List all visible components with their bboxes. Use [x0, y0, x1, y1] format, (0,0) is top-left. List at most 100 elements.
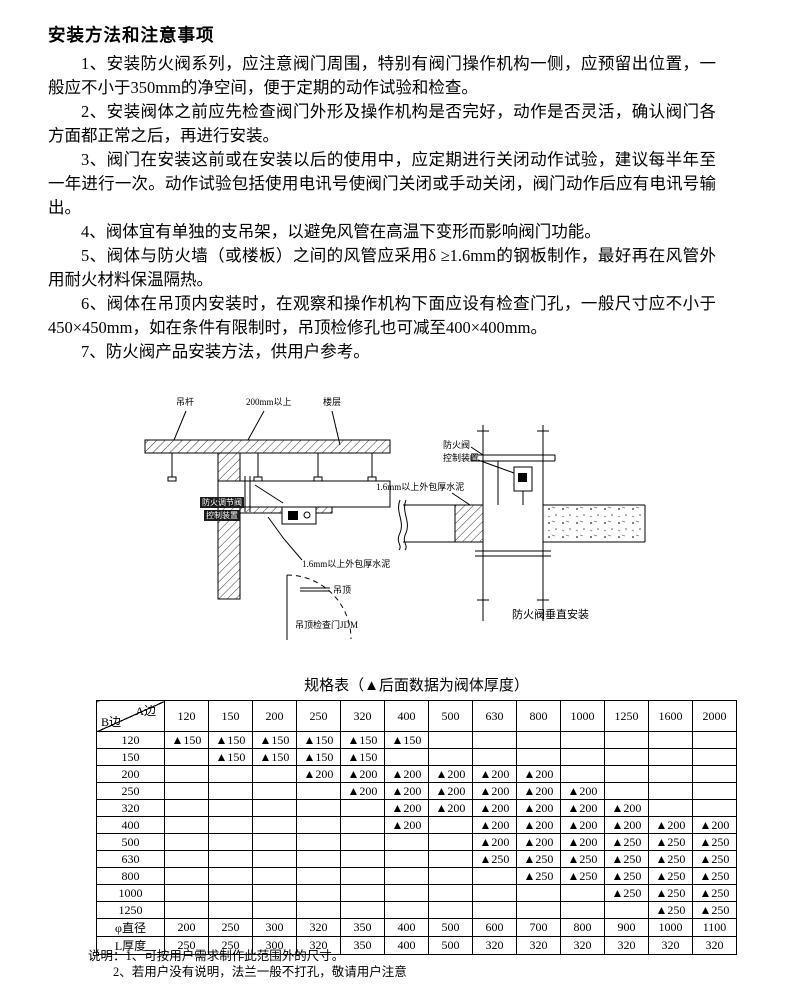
spec-cell: ▲200 — [384, 782, 429, 800]
installation-diagrams: 吊杆 200mm以上 楼层 防火调节阀 控制装置 1.6mm以上外包厚水泥 吊顶… — [0, 393, 800, 663]
spec-cell: ▲150 — [164, 731, 209, 749]
spec-cell: 900 — [604, 918, 649, 937]
spec-cell: ▲200 — [560, 782, 605, 800]
spec-cell — [604, 748, 649, 766]
instruction-paragraph: 5、阀体与防火墙（或楼板）之间的风管应采用δ ≥1.6mm的钢板制作，最好再在风… — [48, 246, 716, 289]
row-label: 250 — [96, 782, 165, 800]
spec-cell — [208, 816, 253, 834]
spec-cell — [340, 901, 385, 919]
table-row: 250▲200▲200▲200▲200▲200▲200 — [96, 782, 737, 800]
spec-cell: ▲250 — [692, 833, 737, 851]
spec-cell — [164, 884, 209, 902]
row-label: 630 — [96, 850, 165, 868]
spec-cell — [692, 782, 737, 800]
spec-cell — [164, 901, 209, 919]
spec-cell: ▲200 — [560, 833, 605, 851]
spec-cell — [560, 731, 605, 749]
spec-cell — [472, 901, 517, 919]
spec-cell — [208, 799, 253, 817]
spec-cell: 320 — [560, 936, 605, 955]
right-diagram — [397, 425, 646, 621]
spec-cell: ▲150 — [340, 748, 385, 766]
spec-cell: ▲200 — [384, 799, 429, 817]
spec-cell — [472, 884, 517, 902]
spec-cell: ▲200 — [516, 833, 561, 851]
spec-col-header: 250 — [296, 700, 341, 732]
spec-cell — [340, 850, 385, 868]
spec-cell — [208, 867, 253, 885]
vertical-install-caption: 防火阀垂直安装 — [512, 609, 589, 621]
spec-cell: ▲200 — [428, 782, 473, 800]
spec-col-header: 120 — [164, 700, 209, 732]
spec-cell: ▲200 — [516, 782, 561, 800]
min-clearance-label: 200mm以上 — [246, 397, 292, 407]
spec-table-title: 规格表（▲后面数据为阀体厚度） — [304, 678, 529, 694]
spec-cell — [296, 867, 341, 885]
spec-cell — [516, 748, 561, 766]
spec-cell — [208, 765, 253, 783]
spec-cell — [648, 799, 693, 817]
spec-cell — [296, 799, 341, 817]
spec-cell: 400 — [384, 936, 429, 955]
spec-cell: ▲250 — [648, 884, 693, 902]
spec-cell — [384, 901, 429, 919]
corner-a-label: A边 — [135, 704, 156, 718]
spec-cell: 320 — [472, 936, 517, 955]
spec-cell: ▲200 — [692, 816, 737, 834]
instruction-paragraph: 4、阀体宜有单独的支吊架，以避免风管在高温下变形而影响阀门功能。 — [81, 222, 601, 241]
spec-cell: 800 — [560, 918, 605, 937]
spec-cell — [428, 748, 473, 766]
spec-cell: ▲200 — [428, 765, 473, 783]
spec-cell: ▲200 — [384, 816, 429, 834]
spec-col-header: 400 — [384, 700, 429, 732]
spec-cell: ▲200 — [560, 799, 605, 817]
spec-col-header: 320 — [340, 700, 385, 732]
spec-cell: ▲200 — [560, 816, 605, 834]
table-row: 500▲200▲200▲200▲250▲250▲250 — [96, 833, 737, 851]
spec-cell: ▲150 — [384, 731, 429, 749]
spec-cell — [428, 901, 473, 919]
corner-b-label: B边 — [101, 715, 122, 729]
spec-cell — [252, 782, 297, 800]
spec-cell: ▲150 — [296, 748, 341, 766]
spec-cell — [428, 816, 473, 834]
spec-cell: 250 — [164, 936, 209, 955]
note-line-2: 2、若用户没有说明，法兰一般不打孔，敬请用户注意 — [113, 965, 407, 979]
spec-cell — [164, 782, 209, 800]
spec-cell: ▲250 — [692, 850, 737, 868]
spec-col-header: 1600 — [648, 700, 693, 732]
spec-cell: ▲200 — [296, 765, 341, 783]
spec-cell — [208, 884, 253, 902]
spec-cell: 300 — [252, 936, 297, 955]
spec-cell — [516, 884, 561, 902]
spec-cell: ▲250 — [472, 850, 517, 868]
row-label: 120 — [96, 731, 165, 749]
spec-cell: 350 — [340, 918, 385, 937]
spec-cell: ▲150 — [252, 748, 297, 766]
spec-cell — [164, 748, 209, 766]
control-device-right-label: 控制装置 — [443, 453, 480, 463]
spec-cell — [340, 799, 385, 817]
spec-col-header: 500 — [428, 700, 473, 732]
spec-cell: ▲150 — [340, 731, 385, 749]
spec-col-header: 200 — [252, 700, 297, 732]
spec-cell: ▲250 — [560, 867, 605, 885]
spec-cell — [208, 901, 253, 919]
spec-cell — [296, 782, 341, 800]
row-label: 150 — [96, 748, 165, 766]
spec-cell — [384, 884, 429, 902]
table-row: 320▲200▲200▲200▲200▲200▲200 — [96, 799, 737, 817]
spec-cell — [472, 731, 517, 749]
spec-cell: ▲200 — [472, 816, 517, 834]
spec-cell — [252, 867, 297, 885]
spec-cell — [560, 765, 605, 783]
spec-cell: 320 — [692, 936, 737, 955]
spec-cell: ▲200 — [340, 782, 385, 800]
spec-cell: 200 — [164, 918, 209, 937]
spec-cell: ▲200 — [472, 833, 517, 851]
spec-cell — [296, 901, 341, 919]
